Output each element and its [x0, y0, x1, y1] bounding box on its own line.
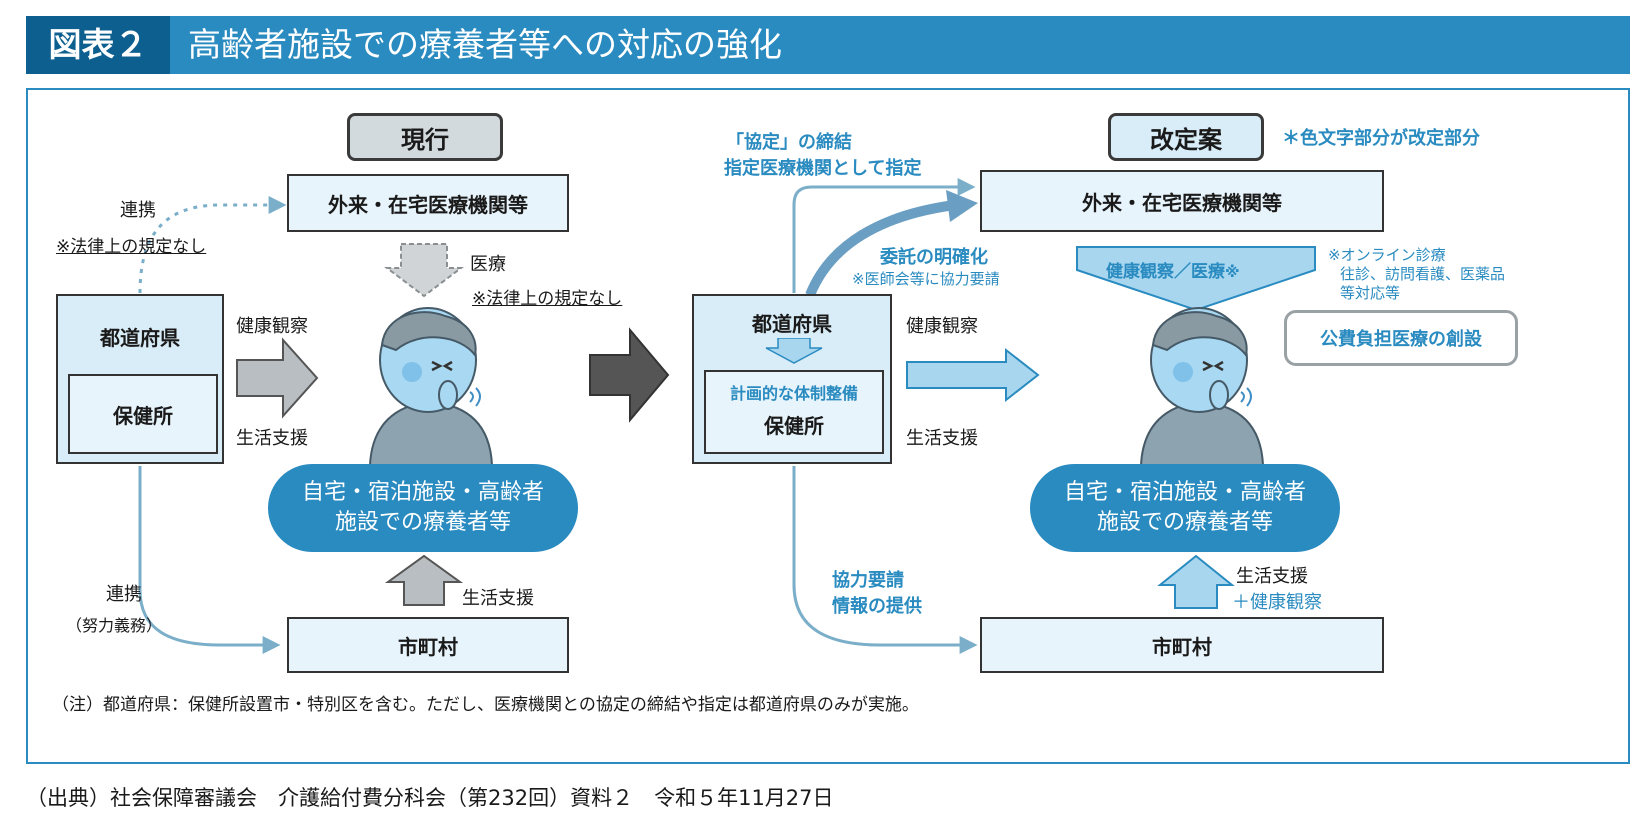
online-line1: ※オンライン診療: [1328, 246, 1446, 264]
commission-arrow: [805, 200, 956, 297]
municipality-box-current: 市町村: [287, 617, 569, 673]
life-support-bottom-revised: 生活支援: [1236, 566, 1308, 587]
figure-label: 図表２: [26, 16, 170, 74]
prefecture-label-revised: 都道府県: [752, 312, 832, 336]
online-line2: 往診、訪問看護、医薬品: [1340, 265, 1506, 283]
sick-elderly-person-icon-right: [1139, 307, 1265, 466]
footnote: （注）都道府県：保健所設置市・特別区を含む。ただし、医療機関との協定の締結や指定…: [52, 695, 919, 715]
life-support-up-arrow: [384, 554, 464, 606]
health-obs-arrow-right: [906, 347, 1040, 403]
patients-box-current: 自宅・宿泊施設・高齢者 施設での療養者等: [268, 464, 578, 552]
patients-line1: 自宅・宿泊施設・高齢者: [301, 480, 544, 505]
health-med-text: 健康観察／医療: [1106, 262, 1225, 282]
coop-line1: 協力要請: [832, 570, 904, 591]
online-line3: 等対応等: [1340, 284, 1401, 302]
patients-box-revised: 自宅・宿泊施設・高齢者 施設での療養者等: [1030, 464, 1340, 552]
planned-label: 計画的な体制整備: [729, 384, 858, 403]
patients-line2-revised: 施設での療養者等: [1096, 510, 1273, 535]
prefecture-box-revised: 都道府県 計画的な体制整備 保健所: [692, 294, 892, 464]
iryo-label: 医療: [470, 254, 506, 275]
link-label-top: 連携: [120, 200, 156, 221]
color-note: ＊色文字部分が改定部分: [1282, 128, 1480, 149]
prefecture-label: 都道府県: [100, 326, 180, 350]
revised-badge: 改定案: [1108, 113, 1264, 161]
agreement-line2: 指定医療機関として指定: [724, 158, 922, 179]
outpatient-box-revised: 外来・在宅医療機関等: [980, 170, 1384, 232]
health-med-label: 健康観察／医療※: [1106, 257, 1240, 282]
source-line: （出典）社会保障審議会 介護給付費分科会（第232回）資料２ 令和５年11月27…: [26, 786, 834, 810]
transition-arrow: [589, 327, 670, 423]
header-bar: [26, 16, 1630, 74]
link-curve-left: [138, 466, 281, 654]
dotted-link-arrow: [138, 196, 287, 294]
life-support-up-arrow-right: [1157, 554, 1235, 609]
commission-label: 委託の明確化: [880, 247, 988, 268]
current-badge: 現行: [347, 113, 503, 161]
commission-note: ※医師会等に協力要請: [852, 270, 1000, 288]
health-med-arrow: [1076, 246, 1316, 312]
agreement-line1: 「協定」の締結: [726, 132, 852, 153]
health-obs-label-revised: 健康観察: [906, 316, 978, 337]
prefecture-box-current: 都道府県 保健所: [56, 294, 224, 464]
health-obs-label: 健康観察: [236, 316, 308, 337]
figure-title: 高齢者施設での療養者等への対応の強化: [188, 25, 782, 64]
link-label-bottom: 連携: [106, 584, 142, 605]
coop-line2: 情報の提供: [832, 596, 922, 617]
health-center-label-revised: 保健所: [764, 414, 824, 438]
health-center-box-revised: 計画的な体制整備 保健所: [704, 370, 884, 454]
life-support-label: 生活支援: [236, 428, 308, 449]
plus-health-obs: ＋健康観察: [1232, 592, 1322, 613]
life-support-bottom-label: 生活支援: [462, 588, 534, 609]
patients-line2: 施設での療養者等: [334, 510, 511, 535]
link-curve-right: [792, 466, 978, 654]
agreement-arrow: [792, 178, 976, 293]
health-med-mark: ※: [1225, 263, 1240, 281]
municipality-box-revised: 市町村: [980, 617, 1384, 673]
iryo-arrow: [384, 243, 464, 298]
sick-elderly-person-icon: [368, 307, 494, 466]
outpatient-box-current: 外来・在宅医療機関等: [287, 174, 569, 232]
planned-arrow: [765, 338, 823, 364]
no-legal-note-top: ※法律上の規定なし: [56, 237, 207, 257]
effort-note: （努力義務）: [66, 616, 163, 635]
no-legal-note-iryo: ※法律上の規定なし: [472, 289, 623, 309]
public-expense-box: 公費負担医療の創設: [1284, 310, 1518, 366]
patients-line1-revised: 自宅・宿泊施設・高齢者: [1063, 480, 1306, 505]
life-support-label-revised: 生活支援: [906, 428, 978, 449]
health-center-box: 保健所: [68, 374, 218, 454]
health-obs-arrow: [236, 337, 319, 419]
